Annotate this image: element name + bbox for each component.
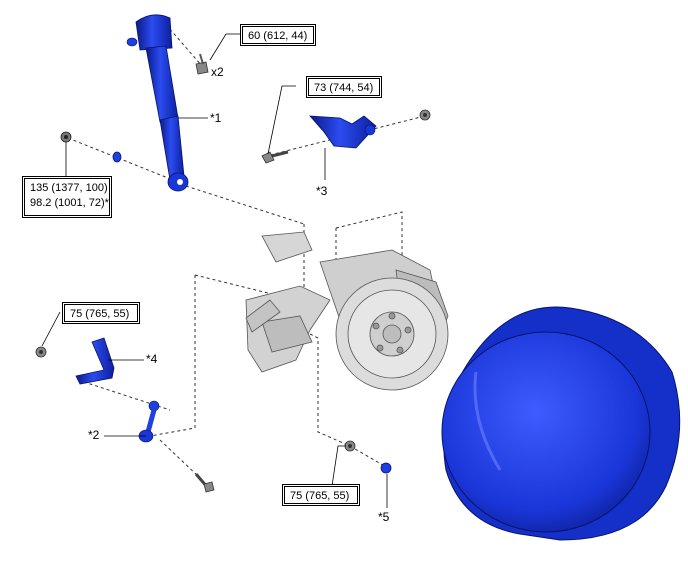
solid-leaders bbox=[41, 33, 388, 508]
quantity-label: x2 bbox=[211, 65, 224, 79]
axle-hub-assembly bbox=[245, 231, 449, 391]
stabilizer-bar-link bbox=[75, 337, 115, 385]
torque-value: 75 (765, 55) bbox=[284, 486, 358, 504]
hub-nut-icon bbox=[344, 440, 356, 452]
upper-arm-nut-icon bbox=[419, 109, 431, 121]
torque-value-alt: 98.2 (1001, 72)* bbox=[30, 197, 109, 209]
washer-icon bbox=[112, 151, 122, 163]
torque-value: 73 (744, 54) bbox=[308, 78, 380, 96]
torque-value: 75 (765, 55) bbox=[64, 304, 138, 322]
torque-box-upper-arm: 73 (744, 54) bbox=[306, 76, 382, 98]
torque-box-shock-upper: 60 (612, 44) bbox=[240, 24, 316, 46]
tire bbox=[441, 306, 681, 541]
callout-4: *4 bbox=[146, 352, 158, 366]
torque-value: 60 (612, 44) bbox=[242, 26, 314, 44]
torque-box-shock-lower: 135 (1377, 100) 98.2 (1001, 72)* bbox=[22, 176, 112, 218]
upper-arm bbox=[309, 115, 377, 149]
link-bolt-icon bbox=[194, 473, 215, 493]
callout-1: *1 bbox=[210, 111, 222, 125]
torque-value-group: 135 (1377, 100) 98.2 (1001, 72)* bbox=[24, 178, 110, 216]
hub-cap-nut-5-icon bbox=[380, 462, 392, 474]
torque-box-stabilizer-upper: 75 (765, 55) bbox=[62, 302, 140, 324]
callout-3: *3 bbox=[316, 184, 328, 198]
stabilizer-nut-icon bbox=[35, 346, 47, 358]
shock-lower-nut-icon bbox=[60, 131, 72, 143]
upper-arm-bolt-icon bbox=[261, 150, 289, 164]
callout-5: *5 bbox=[378, 510, 390, 524]
torque-value: 135 (1377, 100) bbox=[30, 182, 108, 194]
shock-upper-bolt-icon bbox=[195, 53, 209, 75]
callout-2: *2 bbox=[88, 428, 100, 442]
torque-box-stabilizer-lower: 75 (765, 55) bbox=[282, 484, 360, 506]
shock-absorber bbox=[126, 14, 189, 192]
